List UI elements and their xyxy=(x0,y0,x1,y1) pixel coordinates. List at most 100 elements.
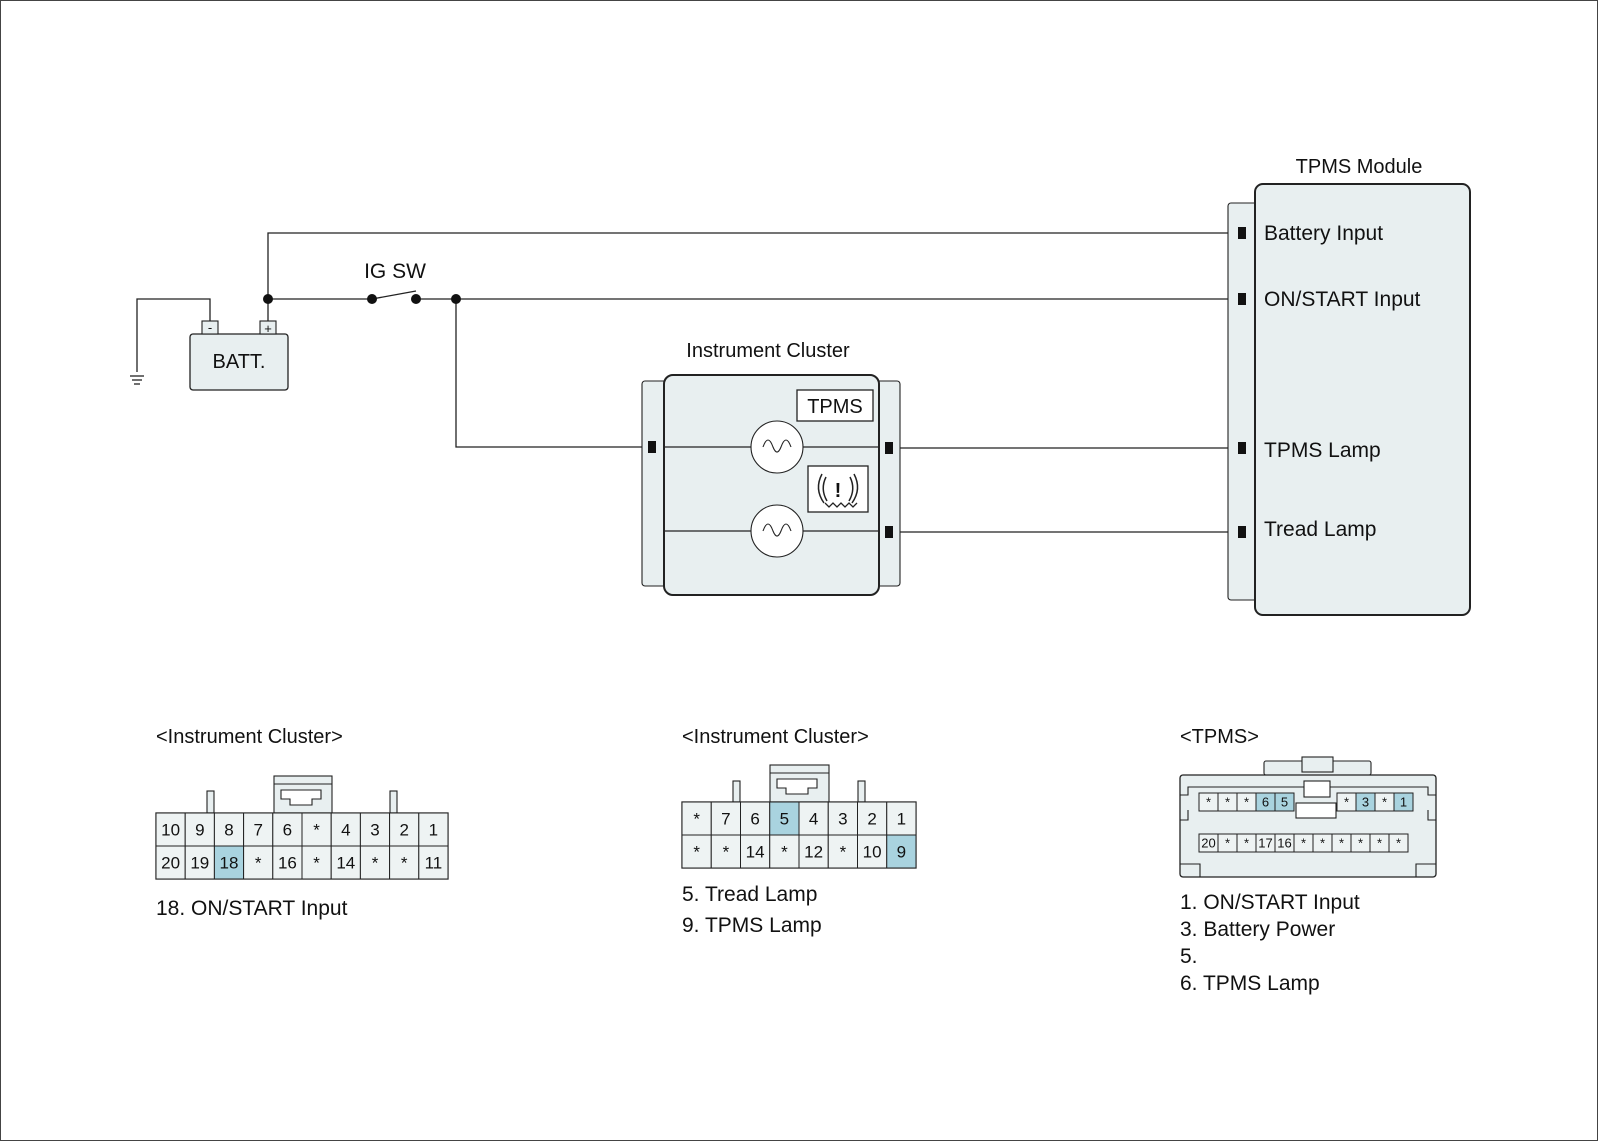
connector-pin-label: * xyxy=(1396,836,1401,851)
connector-pin-label: * xyxy=(313,821,320,840)
connector-pin-cell xyxy=(1274,792,1295,812)
connector-pin-label: 9 xyxy=(897,843,906,862)
connector-pin-label: * xyxy=(1206,795,1211,810)
junction-dot xyxy=(263,294,273,304)
connector-pin-label: 9 xyxy=(195,821,204,840)
battery: - + BATT. xyxy=(189,320,289,391)
connector-pin-label: * xyxy=(1358,836,1363,851)
module-pin-tpms-lamp: TPMS Lamp xyxy=(1264,439,1381,462)
connector-pin-cell xyxy=(359,812,391,847)
connector-pin-label: * xyxy=(255,854,262,873)
connector-pin-label: 11 xyxy=(425,854,443,873)
connector-pin-label: * xyxy=(1339,836,1344,851)
connector-cluster-b-legend-1: 5. Tread Lamp xyxy=(682,883,817,906)
connector-pin-label: 19 xyxy=(190,854,209,873)
tpms-module: TPMS Module Battery Input ON/START Input… xyxy=(1227,156,1471,616)
connector-pin-label: 6 xyxy=(1262,795,1269,810)
connector-pin-label: * xyxy=(1344,795,1349,810)
connector-pin-cell xyxy=(213,812,245,847)
connector-pin-label: 2 xyxy=(399,821,408,840)
connector-cluster-a-title: <Instrument Cluster> xyxy=(156,726,343,748)
connector-pin-label: 16 xyxy=(278,854,297,873)
connector-pin-cell xyxy=(1388,833,1409,853)
wire-ground xyxy=(136,298,211,372)
connector-pin-label: 7 xyxy=(721,810,730,829)
wire-battery-input xyxy=(267,232,1240,299)
connector-pin-label: 5 xyxy=(1281,795,1288,810)
connector-pin-label: 6 xyxy=(750,810,759,829)
ig-switch-label: IG SW xyxy=(364,260,426,283)
connector-pin-label: 10 xyxy=(863,843,882,862)
tread-lamp-bulb-icon xyxy=(750,504,804,558)
connector-pin-label: 2 xyxy=(867,810,876,829)
connector-pin-label: * xyxy=(693,843,700,862)
connector-pin-label: 3 xyxy=(1362,795,1369,810)
battery-label: BATT. xyxy=(213,351,266,373)
module-pin-battery-input: Battery Input xyxy=(1264,222,1383,245)
connector-pin-cell xyxy=(155,812,186,847)
connector-pin-cell xyxy=(359,845,391,880)
connector-pin-label: * xyxy=(401,854,408,873)
connector-pin-label: 4 xyxy=(341,821,350,840)
wire-cluster-feed xyxy=(455,299,652,448)
cluster-tpms-badge xyxy=(796,389,874,422)
connector-pin-cell xyxy=(1393,792,1414,812)
connector-pin-label: * xyxy=(781,843,788,862)
junction-dot xyxy=(367,294,377,304)
connector-pin-label: 18 xyxy=(220,854,239,873)
connector-pin-label: 7 xyxy=(253,821,262,840)
connector-pin-label: 5 xyxy=(780,810,789,829)
tire-warning-glyph: ! xyxy=(835,480,842,502)
connector-cluster-b-title: <Instrument Cluster> xyxy=(682,726,869,748)
connector-pin-label: * xyxy=(1244,836,1249,851)
junction-dot xyxy=(451,294,461,304)
connector-pin-label: 3 xyxy=(370,821,379,840)
connector-pin-label: 14 xyxy=(336,854,355,873)
connector-pin-label: 20 xyxy=(1201,836,1215,851)
battery-plus-label: + xyxy=(264,321,272,336)
connector-pin-cell xyxy=(301,845,332,880)
connector-pin-cell xyxy=(272,812,303,847)
tpms-lamp-bulb-icon xyxy=(750,420,804,474)
connector-pin-label: 14 xyxy=(746,843,765,862)
connector-pin-label: * xyxy=(313,854,320,873)
connector-pin-cell xyxy=(798,834,829,869)
connector-pin-label: * xyxy=(723,843,730,862)
connector-pin-cell xyxy=(418,845,449,880)
connector-tpms-legend-2: 3. Battery Power xyxy=(1180,918,1335,941)
connector-pin-cell xyxy=(243,845,274,880)
connector-tpms-title: <TPMS> xyxy=(1180,726,1259,748)
connector-tpms-legend-4: 6. TPMS Lamp xyxy=(1180,972,1320,995)
cluster-title: Instrument Cluster xyxy=(686,340,850,362)
connector-pin-label: * xyxy=(693,810,700,829)
instrument-cluster: Instrument Cluster TPMS ! xyxy=(641,340,901,596)
connector-pin-label: * xyxy=(1301,836,1306,851)
connector-pin-cell xyxy=(155,845,186,880)
tpms-module-title: TPMS Module xyxy=(1296,156,1423,178)
connector-pin-cell xyxy=(184,845,215,880)
junction-dot xyxy=(411,294,421,304)
connector-pin-label: * xyxy=(1225,795,1230,810)
connector-pin-cell xyxy=(710,801,741,836)
connector-pin-label: 6 xyxy=(283,821,292,840)
connector-pin-label: 1 xyxy=(429,821,438,840)
connector-pin-cell xyxy=(857,834,888,869)
connector-pin-label: * xyxy=(840,843,847,862)
connector-pin-label: * xyxy=(1320,836,1325,851)
ig-switch-blade xyxy=(371,290,417,300)
connector-pin-label: 1 xyxy=(1400,795,1407,810)
connector-cluster-a-legend-1: 18. ON/START Input xyxy=(156,897,348,920)
connector-pin-label: 16 xyxy=(1277,836,1291,851)
connector-pin-cell xyxy=(301,812,332,847)
connector-pin-label: 1 xyxy=(897,810,906,829)
connector-pin-label: 4 xyxy=(809,810,818,829)
connector-pin-cell xyxy=(740,801,771,836)
